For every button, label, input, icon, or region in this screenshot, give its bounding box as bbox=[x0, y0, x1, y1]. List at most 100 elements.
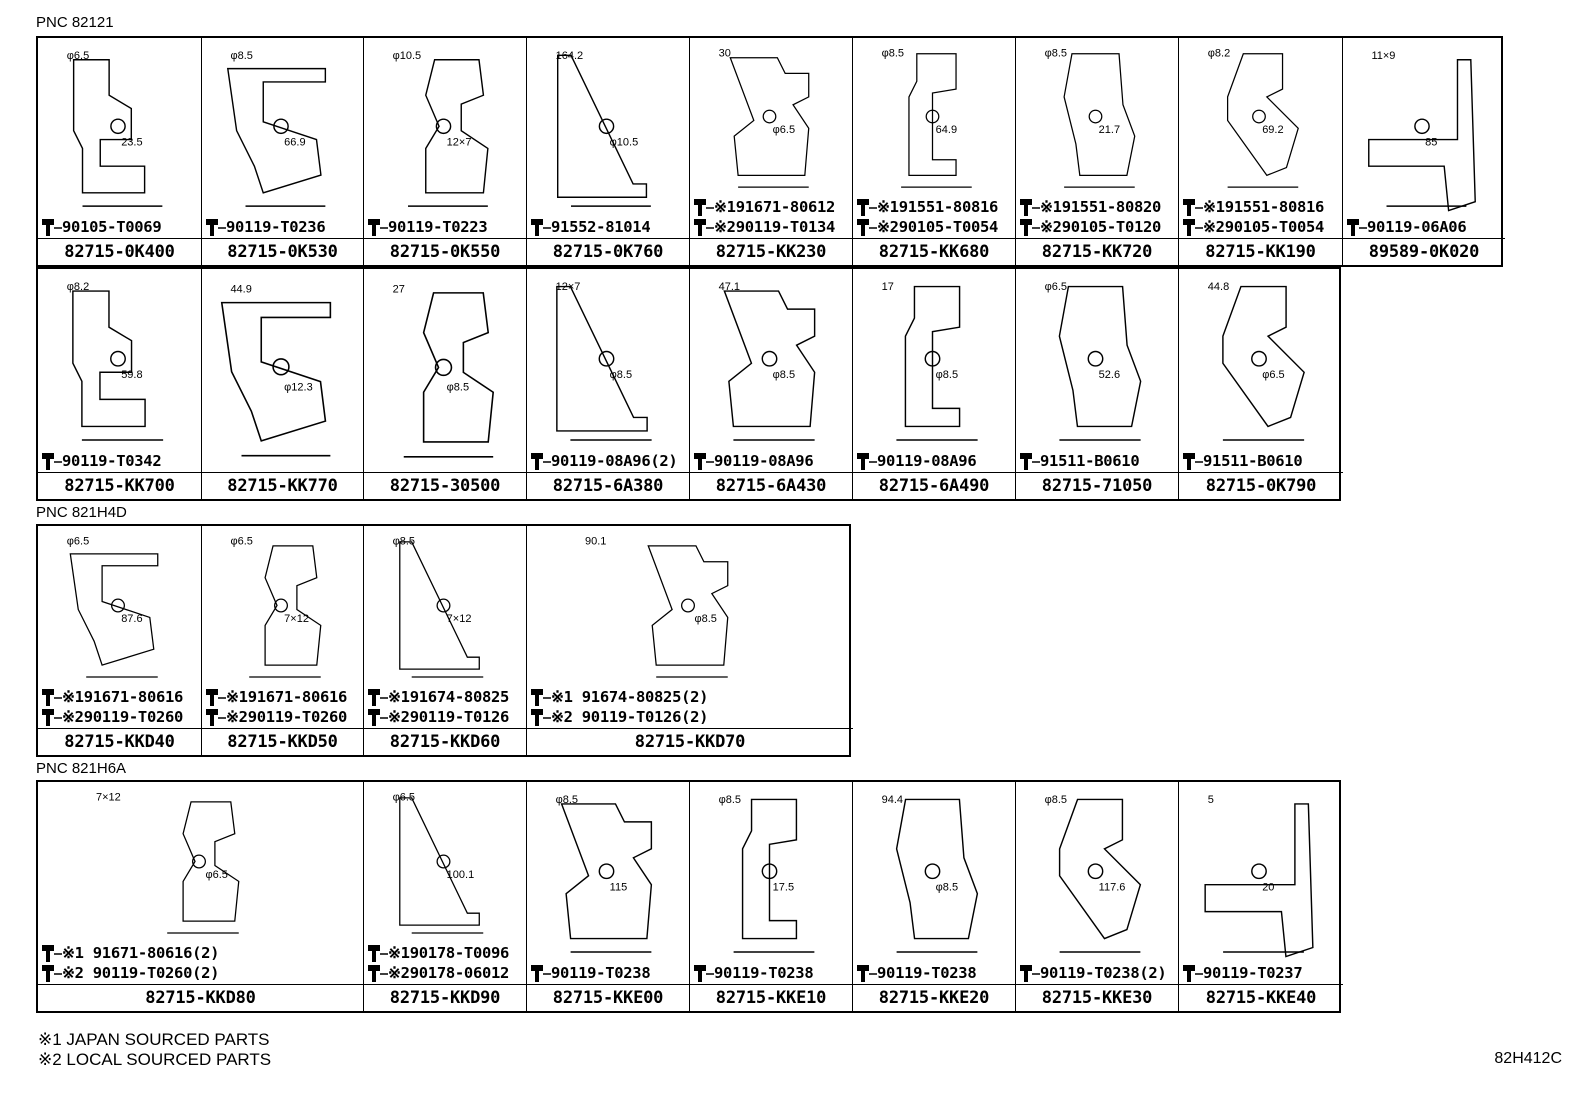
fastener-row: ※2 90119-T0126(2) bbox=[529, 707, 853, 727]
dimension-label: φ8.5 bbox=[230, 50, 252, 62]
dimension-label: φ6.5 bbox=[67, 536, 89, 548]
part-number: 82715-KKD40 bbox=[38, 728, 201, 755]
part-number: 82715-KK680 bbox=[853, 238, 1015, 265]
mounting-hole bbox=[436, 854, 451, 869]
fastener-list: 91552-81014 bbox=[529, 217, 689, 237]
fastener-list: ※1 91671-80616(2)※2 90119-T0260(2) bbox=[40, 943, 363, 983]
bolt-icon bbox=[531, 219, 551, 236]
bracket-outline bbox=[908, 53, 957, 177]
bolt-icon bbox=[1020, 199, 1040, 216]
fastener-list: 90119-T0238 bbox=[529, 963, 689, 983]
part-number: 82715-KKD60 bbox=[364, 728, 526, 755]
part-number: 82715-6A380 bbox=[527, 472, 689, 499]
fastener-list: 90119-T0342 bbox=[40, 451, 201, 471]
bolt-icon bbox=[694, 199, 714, 216]
fastener-part-number: 91511-B0610 bbox=[1040, 452, 1140, 470]
fastener-row: ※290105-T0054 bbox=[1181, 217, 1342, 237]
dimension-label: 94.4 bbox=[882, 794, 903, 806]
dimension-label: 27 bbox=[393, 284, 405, 296]
bolt-icon bbox=[531, 709, 551, 726]
bracket-outline bbox=[220, 301, 332, 442]
fastener-list: 90119-T0236 bbox=[204, 217, 363, 237]
part-drawing: φ8.564.9 bbox=[882, 47, 972, 188]
dimension-label: 44.9 bbox=[230, 284, 251, 296]
dimension-label: φ10.5 bbox=[610, 136, 639, 148]
fastener-list: 90119-T0238(2) bbox=[1018, 963, 1178, 983]
fastener-row: 90119-06A06 bbox=[1345, 217, 1505, 237]
part-number: 82715-KKE40 bbox=[1179, 984, 1343, 1011]
dimension-label: 100.1 bbox=[447, 869, 475, 881]
bracket-outline bbox=[425, 59, 489, 194]
dimension-label: φ8.5 bbox=[882, 47, 904, 59]
fastener-row: ※290105-T0054 bbox=[855, 217, 1015, 237]
part-number: 82715-KK230 bbox=[690, 238, 852, 265]
bolt-icon bbox=[531, 965, 551, 982]
part-drawing: φ6.587.6 bbox=[67, 536, 159, 678]
fastener-part-number: ※2 90119-T0260(2) bbox=[62, 964, 220, 982]
fastener-row: ※290119-T0126 bbox=[366, 707, 526, 727]
bracket-outline bbox=[723, 290, 816, 428]
mounting-hole bbox=[761, 350, 778, 367]
part-number: 82715-KKE10 bbox=[690, 984, 852, 1011]
dimension-label: φ6.5 bbox=[773, 124, 795, 136]
mounting-hole bbox=[761, 863, 778, 880]
fastener-part-number: 90119-08A96 bbox=[714, 452, 814, 470]
fastener-part-number: ※290105-T0120 bbox=[1040, 218, 1162, 236]
fastener-list: 90119-08A96 bbox=[692, 451, 852, 471]
fastener-row: ※1 91671-80616(2) bbox=[40, 943, 363, 963]
bracket-outline bbox=[1063, 53, 1136, 177]
bolt-icon bbox=[857, 199, 877, 216]
bracket-outline bbox=[729, 57, 810, 177]
fastener-list: 90119-08A96(2) bbox=[529, 451, 689, 471]
fastener-list: 90119-T0238 bbox=[855, 963, 1015, 983]
part-number: 82715-0K400 bbox=[38, 238, 201, 265]
drawing-number: 82H412C bbox=[1494, 1050, 1562, 1067]
fastener-part-number: ※191551-80820 bbox=[1040, 198, 1162, 216]
mounting-hole bbox=[681, 598, 695, 613]
fastener-part-number: ※2 90119-T0126(2) bbox=[551, 708, 709, 726]
part-number: 82715-0K550 bbox=[364, 238, 526, 265]
fastener-part-number: ※290119-T0134 bbox=[714, 218, 836, 236]
fastener-part-number: ※191671-80616 bbox=[62, 688, 184, 706]
fastener-part-number: 91552-81014 bbox=[551, 218, 651, 236]
bracket-outline bbox=[647, 545, 729, 666]
fastener-row: ※1 91674-80825(2) bbox=[529, 687, 853, 707]
bolt-icon bbox=[206, 709, 226, 726]
